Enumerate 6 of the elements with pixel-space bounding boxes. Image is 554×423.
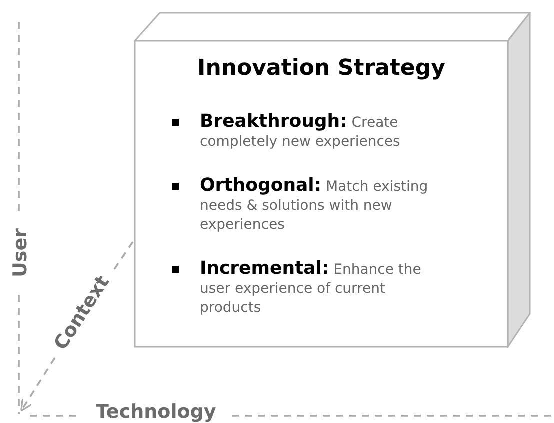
list-item-text: Orthogonal: Match existing needs & solutions with new experiences	[200, 176, 430, 235]
axis-label: Technology	[96, 401, 216, 423]
list-item-text: Breakthrough: Create completely new experiences	[200, 112, 402, 152]
box-title: Innovation Strategy	[196, 56, 446, 81]
axis-label: User	[9, 228, 31, 278]
list-item-text: Incremental: Enhance the user experience of current products	[200, 259, 422, 318]
